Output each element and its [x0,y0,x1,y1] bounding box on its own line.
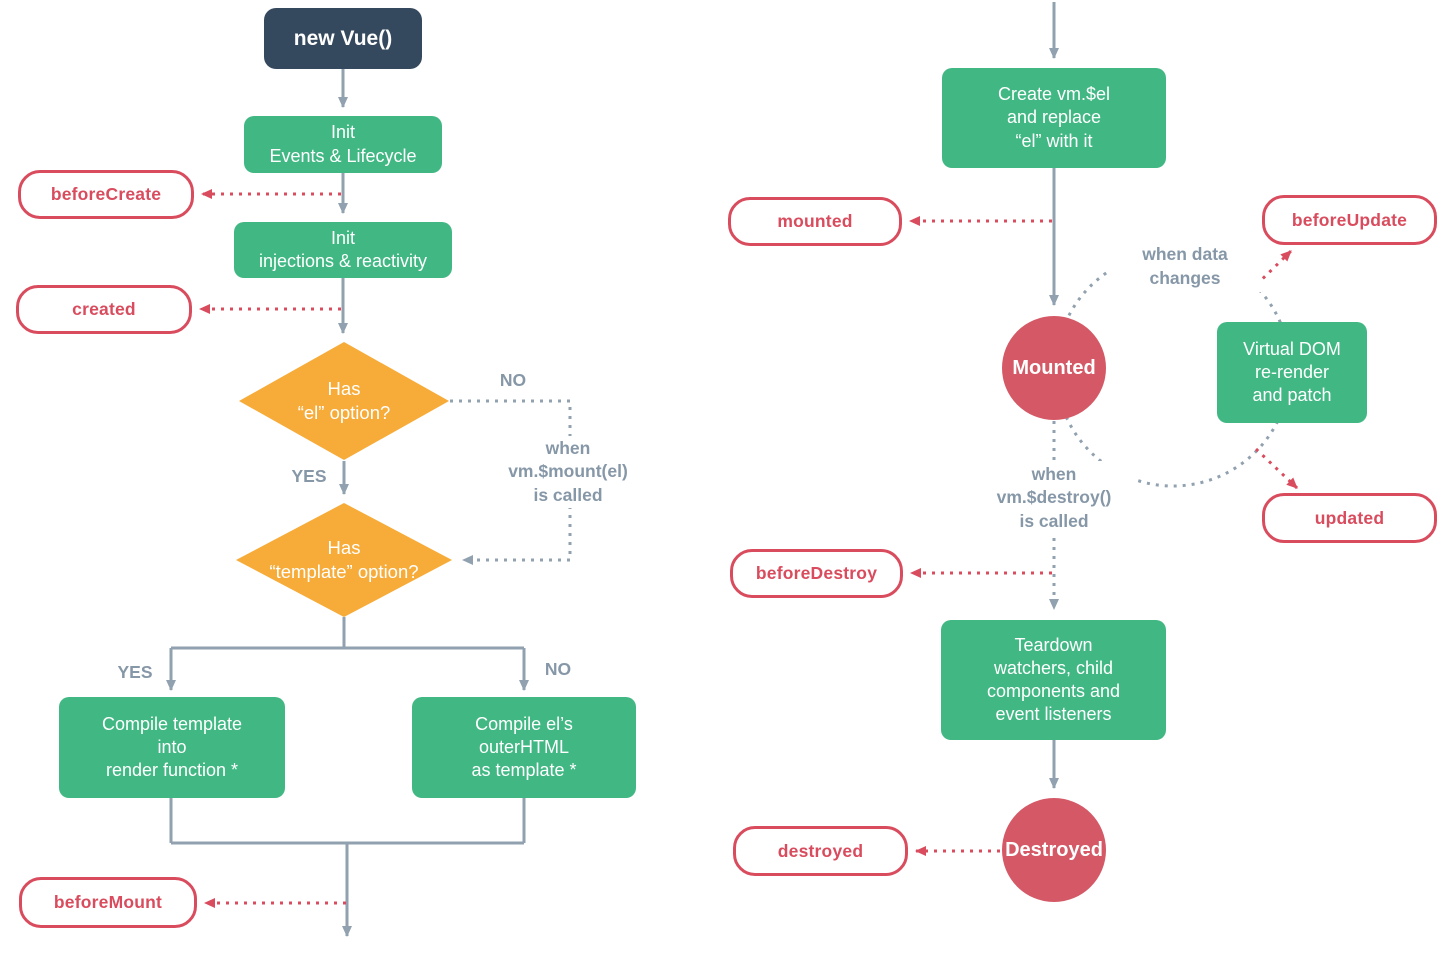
when-destroy-note: when vm.$destroy() is called [972,461,1136,535]
compile-template-node: Compile template into render function * [59,697,285,798]
hook-beforeUpdate: beforeUpdate [1262,195,1437,245]
no-branch-label: NO [499,370,527,391]
when-data-changes-note: when data changes [1108,242,1262,292]
virtual-dom-rerender-node: Virtual DOM re-render and patch [1217,322,1367,423]
init-injections-reactivity-node: Init injections & reactivity [234,222,452,278]
hook-beforeCreate: beforeCreate [18,170,194,219]
yes-branch-label: YES [291,466,327,487]
hook-beforeDestroy: beforeDestroy [730,549,903,598]
split-line [171,617,524,650]
create-vm-el-node: Create vm.$el and replace “el” with it [942,68,1166,168]
hook-beforeMount: beforeMount [19,877,197,928]
mounted-state-circle: Mounted [1002,316,1106,420]
destroyed-state-circle: Destroyed [1002,798,1106,902]
hook-updated: updated [1262,493,1437,543]
init-events-lifecycle-node: Init Events & Lifecycle [244,116,442,173]
no-template-branch-label: NO [544,659,572,680]
hook-destroyed: destroyed [733,826,908,876]
new-vue-node: new Vue() [264,8,422,69]
compile-el-outerhtml-node: Compile el’s outerHTML as template * [412,697,636,798]
hook-mounted: mounted [728,197,902,246]
hook-arrow-updated [1254,447,1299,490]
join-line [169,798,526,845]
yes-template-branch-label: YES [117,662,153,683]
teardown-node: Teardown watchers, child components and … [941,620,1166,740]
when-mount-note: when vm.$mount(el) is called [490,436,646,508]
hook-created: created [16,285,192,334]
